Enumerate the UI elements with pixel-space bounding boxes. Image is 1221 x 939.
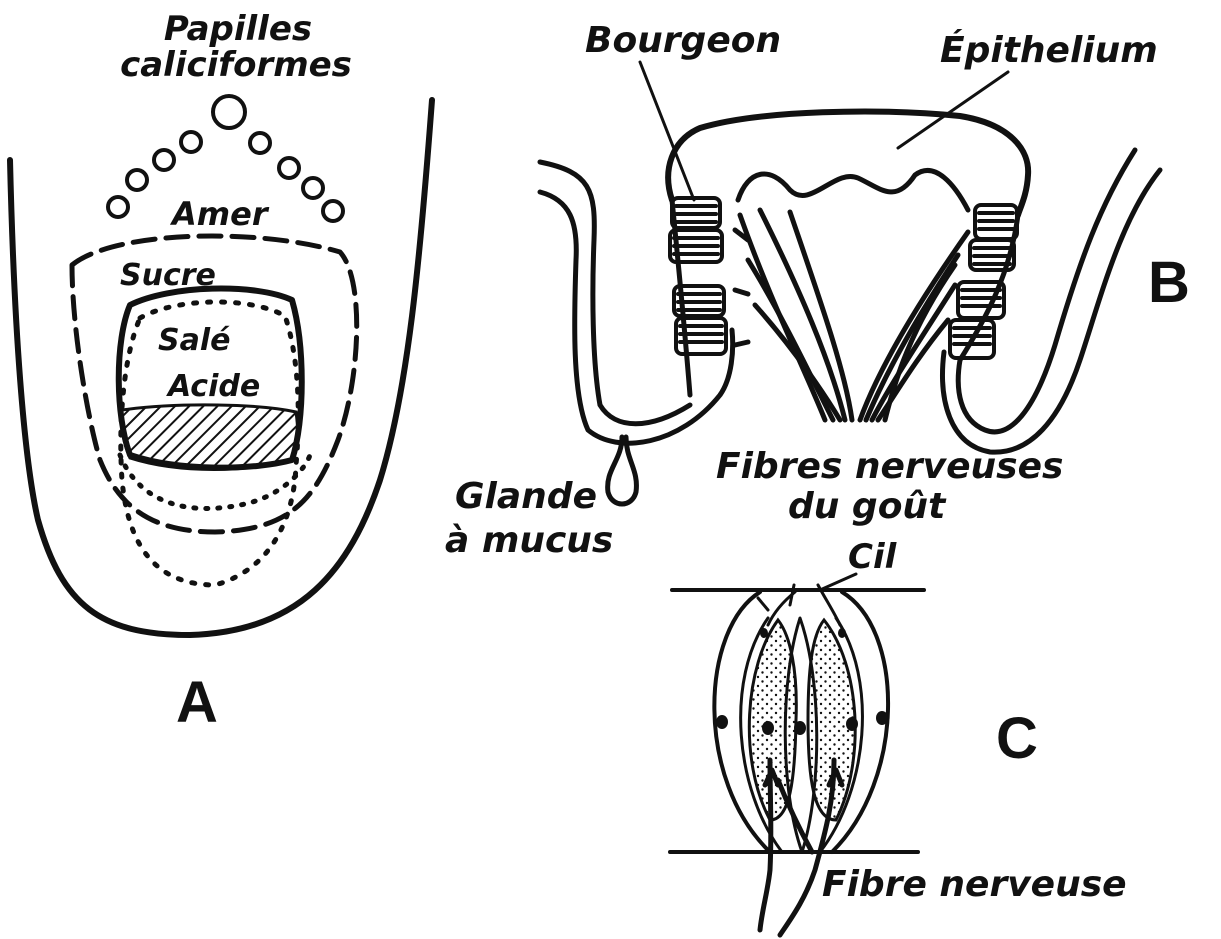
label-cil: Cil (848, 537, 898, 577)
label-amer: Amer (169, 195, 270, 233)
label-fibres-line1: Fibres nerveuses (716, 446, 1063, 487)
label-fibre-nerveuse: Fibre nerveuse (822, 864, 1127, 905)
label-acide: Acide (166, 369, 260, 404)
epithelium-top (668, 112, 1028, 215)
papilla-right-wall (960, 215, 1018, 360)
nerve-fibers (735, 210, 968, 420)
label-sucre: Sucre (120, 258, 216, 293)
label-papilles-line1: Papilles (164, 9, 312, 49)
label-epithelium: Épithelium (940, 29, 1158, 71)
taste-bud-right (950, 205, 1017, 358)
leader-cil (820, 574, 856, 590)
label-fibres-line2: du goût (788, 486, 947, 527)
tongue-map (10, 96, 432, 635)
sour-hatched-region (121, 405, 297, 470)
label-bourgeon: Bourgeon (585, 20, 781, 61)
label-glande-line1: Glande (455, 476, 597, 517)
panel-label-b: B (1148, 250, 1190, 315)
epithelium-wavy-edge (738, 170, 968, 210)
label-glande-line2: à mucus (445, 520, 613, 561)
tongue-outline (10, 100, 432, 635)
panel-label-c: C (996, 706, 1038, 771)
mucus-gland (608, 437, 637, 504)
panel-label-a: A (176, 670, 218, 735)
label-papilles-line2: caliciformes (120, 45, 352, 85)
label-sale: Salé (158, 323, 230, 358)
